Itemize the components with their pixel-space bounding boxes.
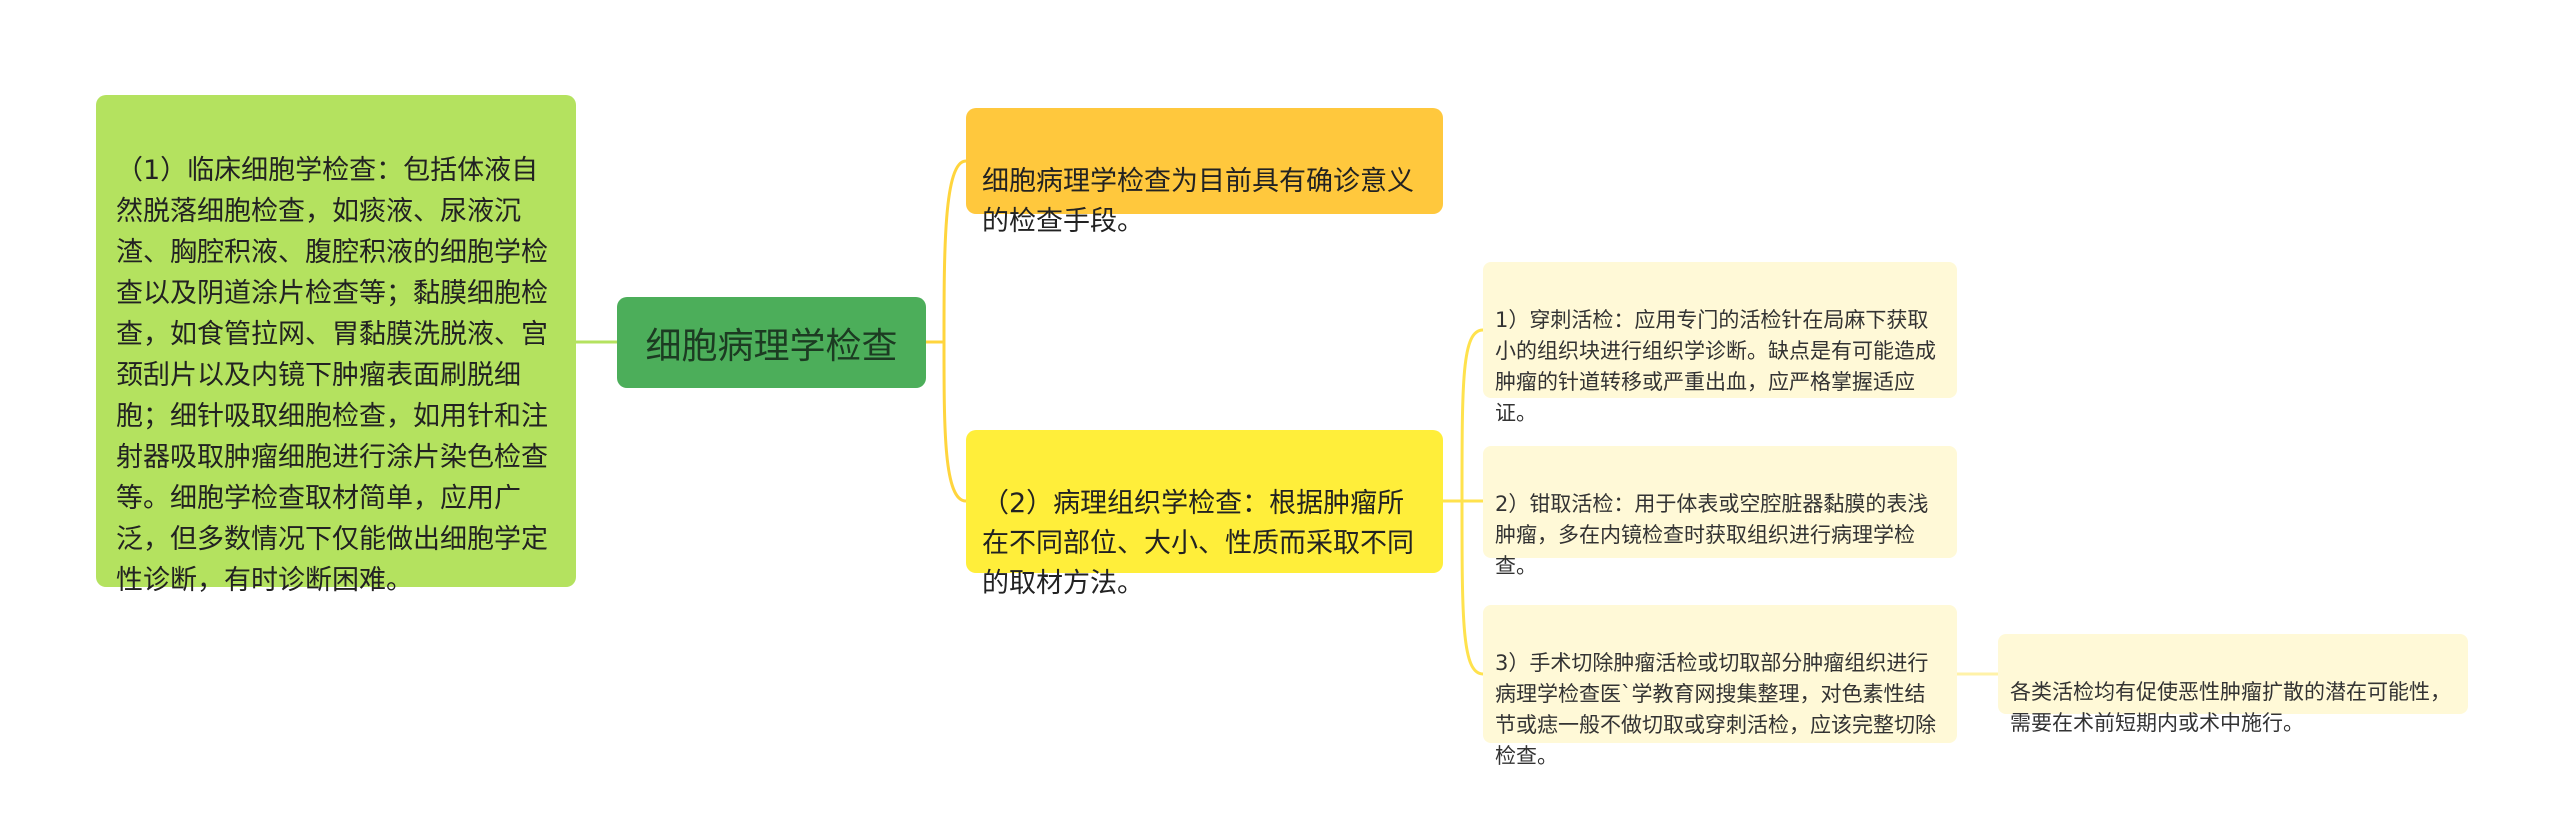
subtopic-biopsy-timing-note-text: 各类活检均有促使恶性肿瘤扩散的潜在可能性，需要在术前短期内或术中施行。 [2010, 680, 2451, 735]
topic-clinical-cytology[interactable]: （1）临床细胞学检查：包括体液自然脱落细胞检查，如痰液、尿液沉渣、胸腔积液、腹腔… [96, 95, 576, 596]
topic-diagnostic-significance-text: 细胞病理学检查为目前具有确诊意义的检查手段。 [982, 166, 1414, 237]
subtopic-surgical-biopsy[interactable]: 3）手术切除肿瘤活检或切取部分肿瘤组织进行病理学检查医`学教育网搜集整理，对色素… [1483, 605, 1957, 768]
subtopic-surgical-biopsy-text: 3）手术切除肿瘤活检或切取部分肿瘤组织进行病理学检查医`学教育网搜集整理，对色素… [1495, 651, 1936, 768]
subtopic-forceps-biopsy[interactable]: 2）钳取活检：用于体表或空腔脏器黏膜的表浅肿瘤，多在内镜检查时获取组织进行病理学… [1483, 446, 1957, 578]
subtopic-biopsy-timing-note[interactable]: 各类活检均有促使恶性肿瘤扩散的潜在可能性，需要在术前短期内或术中施行。 [1998, 634, 2468, 735]
topic-diagnostic-significance[interactable]: 细胞病理学检查为目前具有确诊意义的检查手段。 [966, 108, 1443, 237]
topic-histopathology-text: （2）病理组织学检查：根据肿瘤所在不同部位、大小、性质而采取不同的取材方法。 [982, 488, 1414, 599]
central-topic[interactable]: 细胞病理学检查 [617, 297, 926, 388]
subtopic-needle-biopsy-text: 1）穿刺活检：应用专门的活检针在局麻下获取小的组织块进行组织学诊断。缺点是有可能… [1495, 308, 1936, 425]
central-topic-label: 细胞病理学检查 [645, 325, 898, 367]
topic-histopathology[interactable]: （2）病理组织学检查：根据肿瘤所在不同部位、大小、性质而采取不同的取材方法。 [966, 430, 1443, 599]
topic-clinical-cytology-text: （1）临床细胞学检查：包括体液自然脱落细胞检查，如痰液、尿液沉渣、胸腔积液、腹腔… [116, 155, 548, 596]
subtopic-forceps-biopsy-text: 2）钳取活检：用于体表或空腔脏器黏膜的表浅肿瘤，多在内镜检查时获取组织进行病理学… [1495, 492, 1929, 578]
subtopic-needle-biopsy[interactable]: 1）穿刺活检：应用专门的活检针在局麻下获取小的组织块进行组织学诊断。缺点是有可能… [1483, 262, 1957, 425]
